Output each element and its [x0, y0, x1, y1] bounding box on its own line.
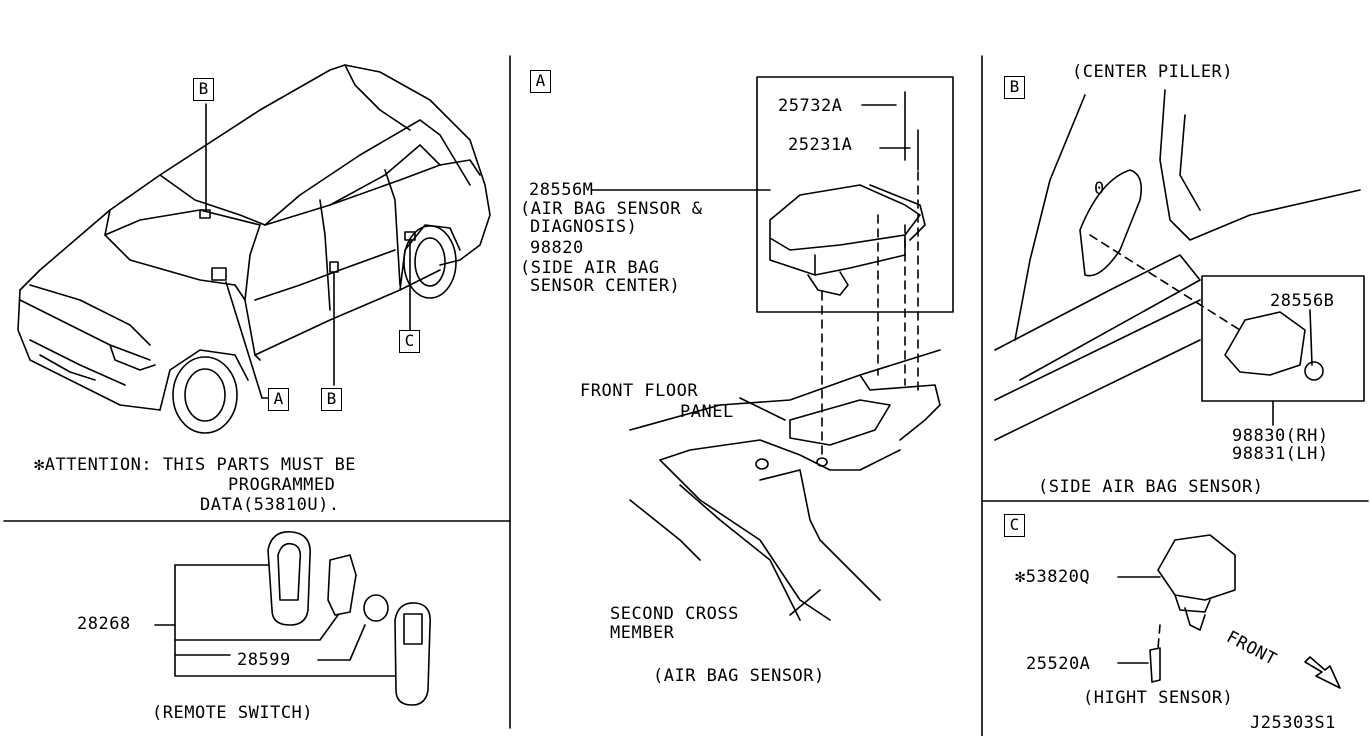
callout-box-b-top: B	[193, 78, 214, 101]
part-number-25231a: 25231A	[788, 135, 853, 155]
part-number-28599: 28599	[237, 650, 291, 670]
part-number-28556m: 28556M	[529, 180, 594, 200]
front-floor-label-line1: FRONT FLOOR	[580, 381, 699, 401]
second-cross-label-line1: SECOND CROSS	[610, 604, 739, 624]
height-sensor-drawing	[1117, 534, 1341, 689]
remote-switch-drawing	[154, 531, 432, 706]
part-number-28556b: 28556B	[1270, 291, 1335, 311]
center-piller-label: (CENTER PILLER)	[1072, 62, 1234, 82]
part-desc-98820-line1: (SIDE AIR BAG	[520, 258, 660, 278]
hight-sensor-caption: (HIGHT SENSOR)	[1083, 688, 1234, 708]
part-number-28268: 28268	[77, 614, 131, 634]
front-floor-label-line2: PANEL	[680, 402, 734, 422]
part-number-98831: 98831(LH)	[1232, 444, 1329, 464]
section-box-b: B	[1004, 76, 1025, 99]
remote-switch-caption: (REMOTE SWITCH)	[152, 703, 314, 723]
air-bag-sensor-caption: (AIR BAG SENSOR)	[653, 666, 825, 686]
part-number-53820q: ✻53820Q	[1015, 567, 1091, 587]
part-number-98820: 98820	[530, 238, 584, 258]
drawing-code: J25303S1	[1250, 713, 1336, 733]
part-desc-28556m-line1: (AIR BAG SENSOR &	[520, 199, 703, 219]
part-desc-98820-line2: SENSOR CENTER)	[530, 276, 681, 296]
airbag-sensor-drawing	[591, 76, 954, 621]
part-number-98830: 98830(RH)	[1232, 426, 1329, 446]
attention-note-line1: ✻ATTENTION: THIS PARTS MUST BE	[34, 455, 357, 475]
attention-note-line3: DATA(53810U).	[200, 495, 340, 515]
callout-box-c: C	[399, 330, 420, 353]
pillar-hole-glyph: 0	[1094, 179, 1105, 199]
attention-note-line2: PROGRAMMED	[228, 475, 336, 495]
side-air-bag-sensor-caption: (SIDE AIR BAG SENSOR)	[1038, 477, 1264, 497]
callout-box-a: A	[268, 388, 289, 411]
section-box-c: C	[1004, 514, 1025, 537]
side-airbag-sensor-drawing	[994, 89, 1365, 441]
vehicle-drawing	[17, 64, 491, 434]
section-box-a: A	[530, 70, 551, 93]
second-cross-label-line2: MEMBER	[610, 623, 675, 643]
part-desc-28556m-line2: DIAGNOSIS)	[530, 217, 638, 237]
callout-box-b: B	[321, 388, 342, 411]
part-number-25732a: 25732A	[778, 96, 843, 116]
part-number-25520a: 25520A	[1026, 654, 1091, 674]
